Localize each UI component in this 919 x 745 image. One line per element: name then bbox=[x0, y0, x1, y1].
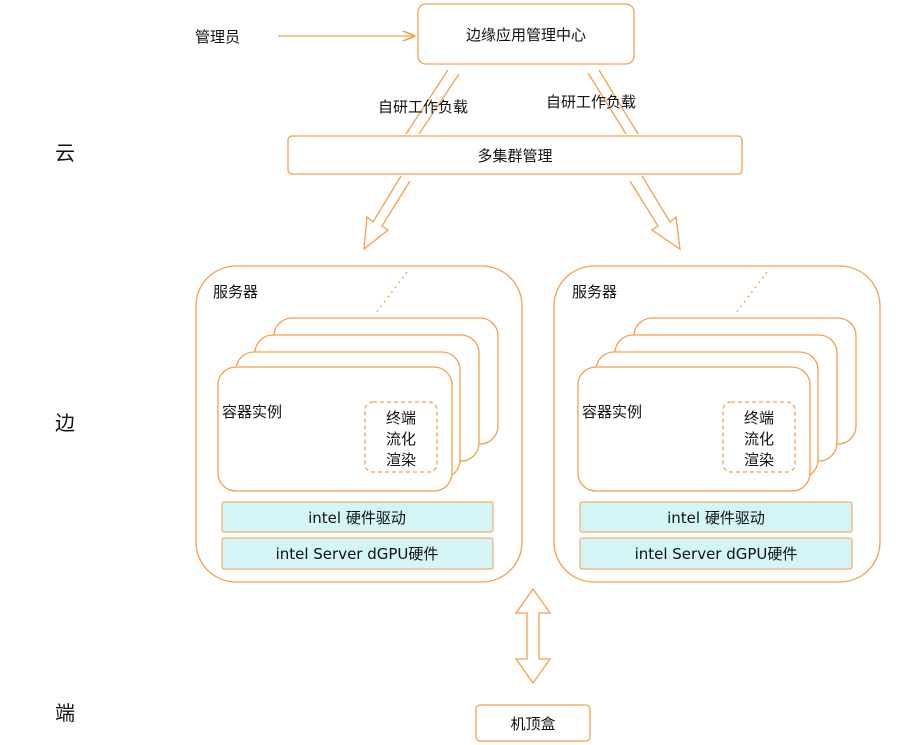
center-label: 边缘应用管理中心 bbox=[466, 26, 586, 44]
driver-bar bbox=[579, 501, 853, 533]
hardware-bar bbox=[221, 537, 494, 570]
workload-arrow-left-upper bbox=[405, 69, 460, 135]
bidirectional-arrow bbox=[514, 587, 552, 685]
hardware-label: intel Server dGPU硬件 bbox=[635, 545, 798, 563]
server-title: 服务器 bbox=[572, 283, 617, 301]
stb-label: 机顶盒 bbox=[510, 715, 555, 733]
hardware-label: intel Server dGPU硬件 bbox=[276, 545, 439, 563]
driver-label: intel 硬件驱动 bbox=[308, 509, 406, 527]
stream-render-box bbox=[364, 401, 438, 473]
center-box: 边缘应用管理中心 bbox=[417, 3, 635, 65]
workload-right-label: 自研工作负载 bbox=[546, 93, 636, 111]
container-label: 容器实例 bbox=[582, 403, 642, 421]
tier-end-label: 端 bbox=[55, 701, 75, 725]
more-instances-dots bbox=[735, 271, 768, 314]
stream-line-3: 渲染 bbox=[386, 451, 416, 469]
set-top-box: 机顶盒 bbox=[475, 704, 591, 742]
admin-label: 管理员 bbox=[195, 28, 240, 46]
server-right: 服务器 容器实例 终端 流化 渲染 intel 硬件驱动 intel Serve… bbox=[553, 265, 881, 583]
server-left: 服务器 容器实例 终端 流化 渲染 intel 硬件驱动 intel Serve… bbox=[195, 265, 523, 583]
workload-left-label: 自研工作负载 bbox=[378, 98, 468, 116]
server-title: 服务器 bbox=[213, 283, 258, 301]
tier-edge-label: 边 bbox=[55, 411, 75, 435]
cluster-label: 多集群管理 bbox=[477, 147, 552, 165]
container-label: 容器实例 bbox=[222, 403, 282, 421]
stream-line-1: 终端 bbox=[386, 409, 416, 427]
stream-line-2: 流化 bbox=[744, 430, 774, 448]
driver-label: intel 硬件驱动 bbox=[667, 509, 765, 527]
stream-line-2: 流化 bbox=[386, 430, 416, 448]
workload-arrow-right-head bbox=[629, 175, 681, 251]
workload-arrow-left-head bbox=[363, 175, 411, 251]
stream-line-1: 终端 bbox=[744, 409, 774, 427]
workload-arrow-right-upper bbox=[587, 69, 639, 135]
stream-line-3: 渲染 bbox=[744, 451, 774, 469]
more-instances-dots bbox=[375, 271, 408, 314]
tier-cloud-label: 云 bbox=[55, 141, 75, 165]
stream-render-box bbox=[722, 401, 796, 473]
cluster-bar: 多集群管理 bbox=[287, 135, 743, 175]
hardware-bar bbox=[579, 537, 853, 570]
driver-bar bbox=[221, 501, 494, 533]
